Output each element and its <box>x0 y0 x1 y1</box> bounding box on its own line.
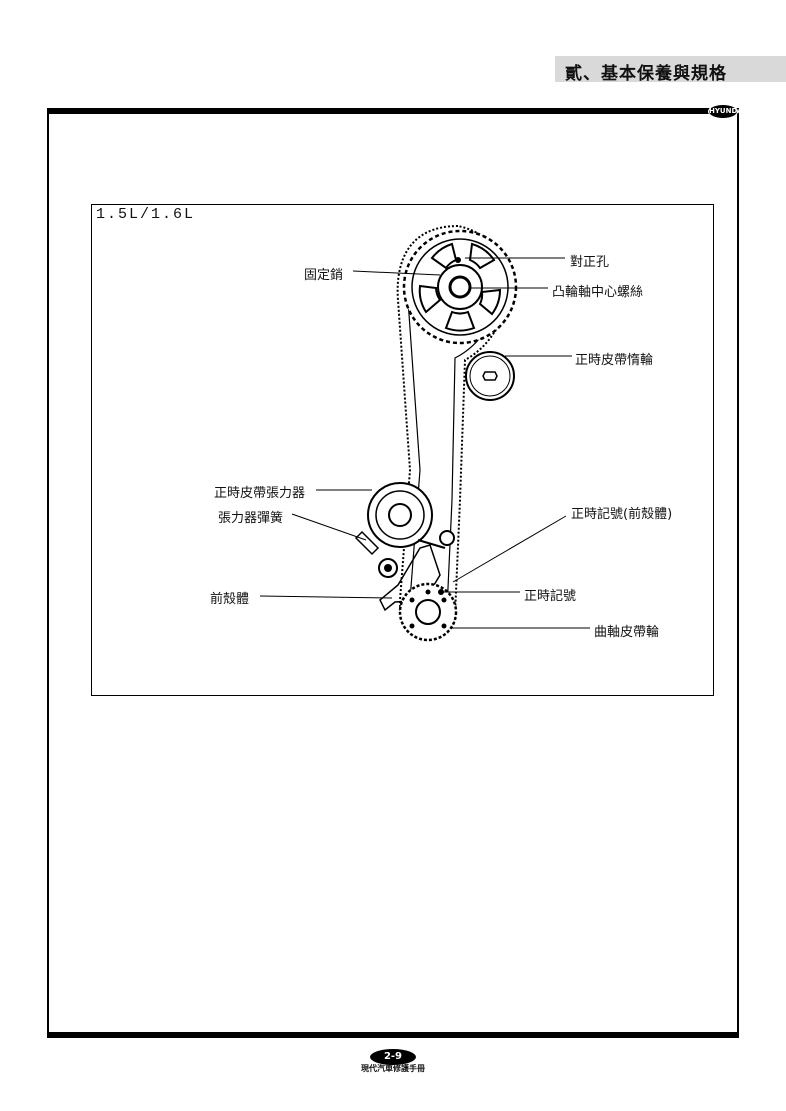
label-crankshaft-belt-pulley: 曲軸皮帶輪 <box>594 625 660 640</box>
camshaft-sprocket <box>402 229 518 345</box>
brand-logo-text: HYUNDAI <box>709 107 746 115</box>
label-timing-mark: 正時記號 <box>524 589 577 604</box>
top-rule <box>47 108 739 114</box>
brand-logo: HYUNDAI <box>708 104 746 119</box>
page-number-badge: 2-9 <box>370 1049 416 1065</box>
front-case <box>379 544 441 612</box>
engine-variant-label: 1.5L/1.6L <box>96 206 196 223</box>
crankshaft-sprocket <box>398 582 458 642</box>
label-timing-mark-front-case: 正時記號(前殼體) <box>571 507 673 522</box>
frame-left <box>47 108 49 1038</box>
frame-right <box>737 108 739 1038</box>
bottom-rule <box>47 1032 739 1038</box>
publisher-label: 現代汽車修護手冊 <box>361 1064 425 1073</box>
idler-pulley <box>465 351 515 401</box>
label-fixing-pin: 固定銷 <box>304 268 344 283</box>
label-tensioner-spring: 張力器彈簧 <box>218 511 284 526</box>
label-alignment-hole: 對正孔 <box>570 255 610 270</box>
section-title: 貳、基本保養與規格 <box>565 64 727 84</box>
label-front-case: 前殼體 <box>210 592 250 607</box>
label-timing-belt-tensioner: 正時皮帶張力器 <box>214 486 306 501</box>
label-camshaft-center-bolt: 凸輪軸中心螺絲 <box>552 285 644 300</box>
tensioner-pulley <box>354 482 455 578</box>
label-timing-belt-idler: 正時皮帶惰輪 <box>575 353 654 368</box>
diagram-frame <box>91 204 714 696</box>
page-number: 2-9 <box>383 1051 403 1062</box>
header-tab <box>555 56 786 82</box>
